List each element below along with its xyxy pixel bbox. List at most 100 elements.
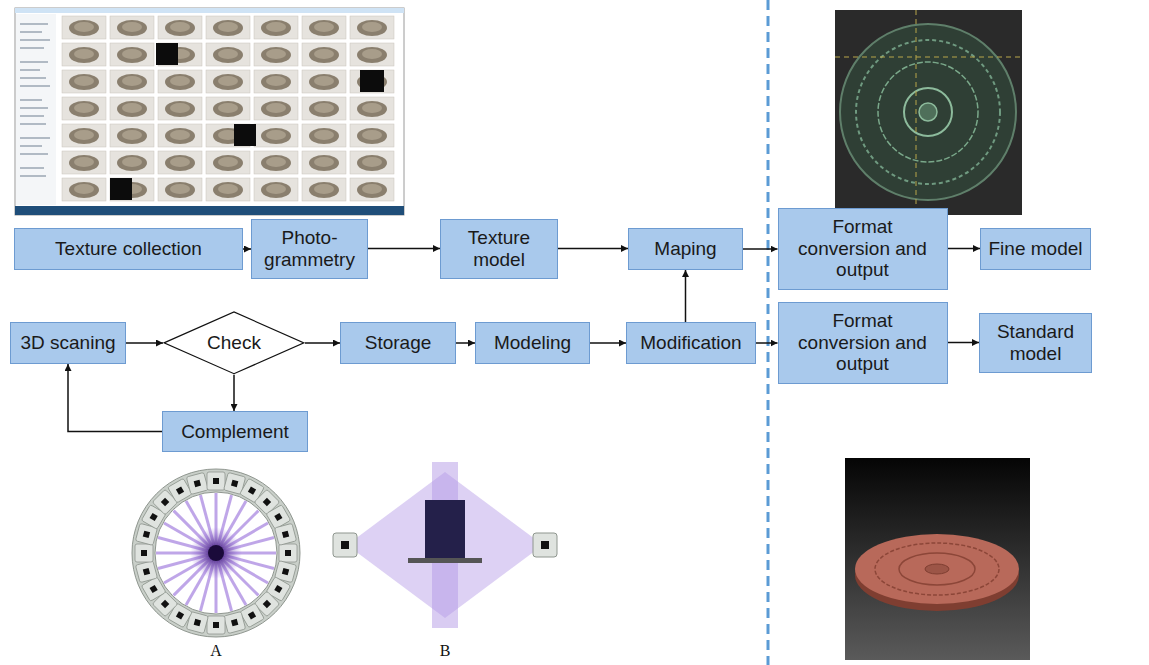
text-holder: Texture collection bbox=[49, 234, 208, 264]
crosshair bbox=[916, 10, 917, 215]
mirror-face bbox=[855, 534, 1019, 604]
flow-arrow bbox=[756, 342, 778, 344]
ring-inner bbox=[155, 492, 277, 614]
camera-lens bbox=[341, 541, 349, 549]
node-text: Maping bbox=[654, 238, 716, 260]
flow-arrow bbox=[743, 248, 778, 250]
camera-ring bbox=[132, 469, 300, 637]
text-holder: Texture model bbox=[441, 223, 557, 275]
turntable bbox=[408, 558, 482, 563]
mirror-knob bbox=[919, 103, 937, 121]
side-panel bbox=[16, 14, 56, 205]
dark-thumbnail bbox=[156, 43, 178, 65]
text-holder: 3D scaning bbox=[14, 328, 121, 358]
crosshair bbox=[835, 57, 1022, 58]
process-box: Standard model bbox=[979, 313, 1092, 373]
mirror-ring bbox=[904, 88, 952, 136]
folder-list bbox=[20, 24, 50, 176]
mirror-ring bbox=[856, 40, 1000, 184]
node-text: Standard model bbox=[986, 321, 1085, 365]
dark-thumbnail bbox=[234, 124, 256, 146]
text-holder: Modeling bbox=[488, 328, 577, 358]
text-holder: Complement bbox=[175, 417, 295, 447]
thumbnail-grid bbox=[60, 14, 396, 203]
process-box: Fine model bbox=[980, 228, 1091, 270]
object-center bbox=[208, 545, 224, 561]
camera-lens bbox=[541, 541, 549, 549]
ring-outer bbox=[132, 469, 300, 637]
mirror-ring bbox=[875, 543, 999, 595]
fine-model-render bbox=[835, 10, 1022, 215]
flow-arrow bbox=[948, 248, 981, 250]
flow-arrow bbox=[68, 364, 162, 432]
process-box: Complement bbox=[162, 411, 308, 452]
node-text: 3D scaning bbox=[20, 332, 115, 354]
process-box: Storage bbox=[340, 322, 456, 364]
camera-side-view bbox=[333, 462, 557, 628]
flow-arrow bbox=[305, 342, 340, 344]
text-holder: Modification bbox=[634, 328, 747, 358]
node-text: Check bbox=[207, 332, 261, 354]
process-box: Photo- grammetry bbox=[251, 219, 368, 279]
camera-symbol bbox=[533, 533, 557, 557]
ray-focus bbox=[190, 527, 242, 579]
process-box: Format conversion and output bbox=[778, 208, 948, 290]
flow-arrow bbox=[243, 248, 251, 250]
text-holder: Fine model bbox=[983, 234, 1089, 264]
node-text: Format conversion and output bbox=[785, 216, 941, 282]
dark-thumbnail bbox=[110, 178, 132, 200]
node-text: Complement bbox=[181, 421, 289, 443]
camera-rays bbox=[156, 493, 276, 613]
process-box: Modification bbox=[626, 322, 756, 364]
figure-letter: B bbox=[440, 642, 451, 660]
standard-model-render bbox=[845, 458, 1030, 660]
flow-arrow bbox=[456, 342, 475, 344]
mirror-ring bbox=[899, 553, 975, 585]
mirror-ring bbox=[878, 62, 978, 162]
decision-diamond: Check bbox=[163, 311, 305, 375]
text-holder: Format conversion and output bbox=[779, 212, 947, 286]
flow-arrow bbox=[590, 342, 626, 344]
node-text: Texture model bbox=[447, 227, 551, 271]
text-holder: Photo- grammetry bbox=[252, 223, 367, 275]
node-text: Storage bbox=[365, 332, 432, 354]
window bbox=[15, 8, 404, 215]
scanned-object bbox=[425, 500, 465, 558]
camera-symbol bbox=[333, 533, 357, 557]
process-box: Texture model bbox=[440, 219, 558, 279]
text-holder: Check bbox=[201, 328, 267, 358]
dark-thumbnail bbox=[360, 70, 384, 92]
node-text: Texture collection bbox=[55, 238, 202, 260]
process-box: Modeling bbox=[475, 322, 590, 364]
node-text: Format conversion and output bbox=[785, 310, 941, 376]
cameras bbox=[135, 472, 297, 634]
text-holder: Storage bbox=[359, 328, 438, 358]
diamond-shape bbox=[164, 312, 304, 374]
flow-arrow bbox=[233, 375, 235, 411]
process-box: Maping bbox=[628, 228, 743, 270]
text-holder: Maping bbox=[648, 234, 722, 264]
process-box: Format conversion and output bbox=[778, 302, 948, 384]
taskbar bbox=[15, 206, 404, 215]
flow-arrow bbox=[558, 248, 628, 250]
flow-arrow bbox=[948, 342, 980, 344]
figure-letter: A bbox=[210, 642, 222, 660]
process-box: 3D scaning bbox=[10, 322, 126, 364]
text-holder: Format conversion and output bbox=[779, 306, 947, 380]
flow-arrow bbox=[126, 342, 163, 344]
node-text: Modification bbox=[640, 332, 741, 354]
divider-line bbox=[767, 0, 770, 665]
node-text: Photo- grammetry bbox=[258, 227, 361, 271]
text-holder: Standard model bbox=[980, 317, 1091, 369]
title-bar bbox=[15, 8, 404, 13]
mirror-knob bbox=[925, 564, 949, 574]
render-background bbox=[845, 458, 1030, 660]
node-text: Fine model bbox=[989, 238, 1083, 260]
photo-screenshot bbox=[15, 8, 404, 215]
process-box: Texture collection bbox=[14, 228, 243, 270]
node-text: Modeling bbox=[494, 332, 571, 354]
flow-arrow bbox=[685, 270, 687, 322]
flow-arrow bbox=[368, 248, 440, 250]
render-background bbox=[835, 10, 1022, 215]
